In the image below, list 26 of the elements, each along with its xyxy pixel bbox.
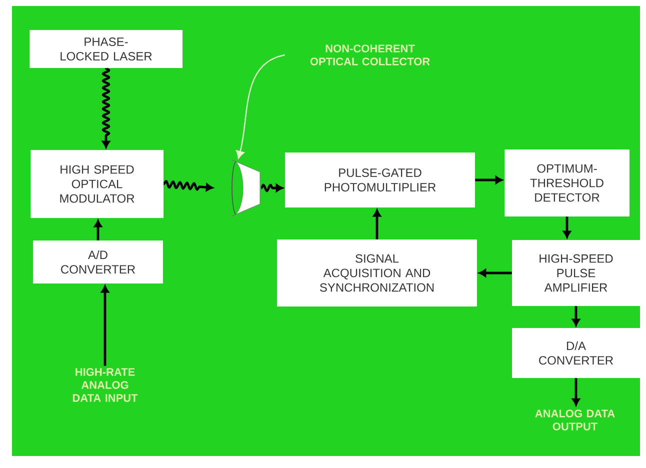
arrow — [572, 378, 580, 406]
arrow — [478, 269, 512, 277]
arrow — [572, 306, 580, 326]
caption-text: NON-COHERENT OPTICAL COLLECTOR — [310, 44, 430, 66]
caption-text: ANALOG DATA OUTPUT — [535, 410, 615, 430]
wavy-arrow — [260, 184, 284, 192]
arrow — [94, 220, 102, 240]
wavy-arrow — [102, 67, 110, 148]
arrow — [475, 176, 503, 184]
arrow — [563, 216, 571, 238]
block-box: D/A CONVERTER — [512, 328, 640, 378]
arrow — [101, 285, 109, 366]
block-box: PULSE-GATED PHOTOMULTIPLIER — [285, 152, 475, 208]
collector-drawing — [232, 160, 260, 216]
node-label: D/A CONVERTER — [539, 341, 613, 365]
block-box: SIGNAL ACQUISITION AND SYNCHRONIZATION — [277, 240, 477, 306]
block-box: PHASE-LOCKED LASER — [30, 30, 182, 68]
caption-text: HIGH-RATE ANALOG DATA INPUT — [72, 368, 138, 402]
leader-line — [236, 54, 285, 159]
block-box: HIGH-SPEED PULSE AMPLIFIER — [512, 240, 640, 306]
block-box: OPTIMUM-THRESHOLD DETECTOR — [504, 150, 630, 216]
block-box: A/D CONVERTER — [33, 240, 163, 284]
node-label: HIGH-SPEED PULSE AMPLIFIER — [540, 254, 613, 292]
block-box: HIGH SPEED OPTICAL MODULATOR — [30, 150, 164, 218]
arrow — [373, 209, 381, 240]
wavy-arrow — [162, 180, 214, 192]
